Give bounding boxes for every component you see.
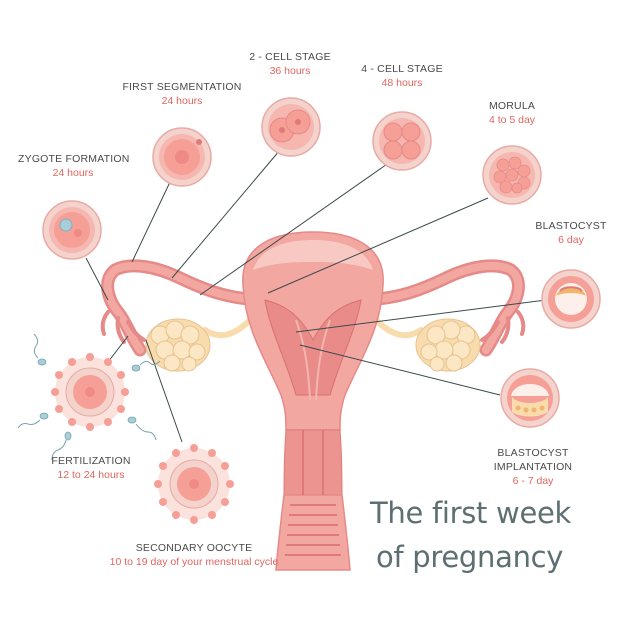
stage-time: 24 hours xyxy=(161,95,203,107)
leader-lines xyxy=(85,149,547,443)
uterus-illustration xyxy=(100,231,526,571)
stage-time: 6 - 7 day xyxy=(512,475,554,487)
label-four-cell-stage: 4 - CELL STAGE 48 hours xyxy=(352,62,452,90)
stage-title-line2: IMPLANTATION xyxy=(493,461,573,473)
label-fertilization: FERTILIZATION 12 to 24 hours xyxy=(36,454,146,482)
stage-title: MORULA xyxy=(488,100,536,112)
stage-time: 6 day xyxy=(558,234,584,246)
two-cell-icon xyxy=(261,97,321,157)
label-secondary-oocyte: SECONDARY OOCYTE 10 to 19 day of your me… xyxy=(96,541,292,569)
blastocyst-icon xyxy=(541,269,601,329)
stage-title: 4 - CELL STAGE xyxy=(361,63,443,75)
label-morula: MORULA 4 to 5 day xyxy=(472,99,552,127)
left-ovary xyxy=(145,318,211,372)
stage-time: 36 hours xyxy=(269,65,311,77)
single-cell-icon xyxy=(152,127,212,187)
heading-line-2: of pregnancy xyxy=(376,540,564,574)
label-blastocyst-implantation: BLASTOCYST IMPLANTATION 6 - 7 day xyxy=(478,446,588,488)
stage-title: 2 - CELL STAGE xyxy=(249,51,331,63)
heading-line-1: The first week xyxy=(370,496,572,530)
stage-time: 48 hours xyxy=(381,77,423,89)
stage-title: BLASTOCYST xyxy=(535,220,607,232)
label-blastocyst: BLASTOCYST 6 day xyxy=(528,219,614,247)
oocyte-icon xyxy=(154,444,234,524)
zygote-icon xyxy=(42,200,102,260)
stage-title: FERTILIZATION xyxy=(51,455,131,467)
stage-title-line1: BLASTOCYST xyxy=(497,447,569,459)
stage-time: 12 to 24 hours xyxy=(57,469,125,481)
stage-title: ZYGOTE FORMATION xyxy=(18,153,130,165)
stage-title: FIRST SEGMENTATION xyxy=(122,81,242,93)
stage-time: 4 to 5 day xyxy=(488,114,536,126)
four-cell-icon xyxy=(372,111,432,171)
label-first-segmentation: FIRST SEGMENTATION 24 hours xyxy=(122,80,242,108)
label-zygote-formation: ZYGOTE FORMATION 24 hours xyxy=(18,152,130,180)
label-two-cell-stage: 2 - CELL STAGE 36 hours xyxy=(240,50,340,78)
stage-time: 10 to 19 day of your menstrual cycle xyxy=(109,556,279,568)
fertilization-icon xyxy=(17,333,161,461)
stage-time: 24 hours xyxy=(52,167,94,179)
right-ovary xyxy=(415,318,481,372)
stage-title: SECONDARY OOCYTE xyxy=(135,542,253,554)
morula-icon xyxy=(482,145,542,205)
implantation-icon xyxy=(500,368,560,428)
